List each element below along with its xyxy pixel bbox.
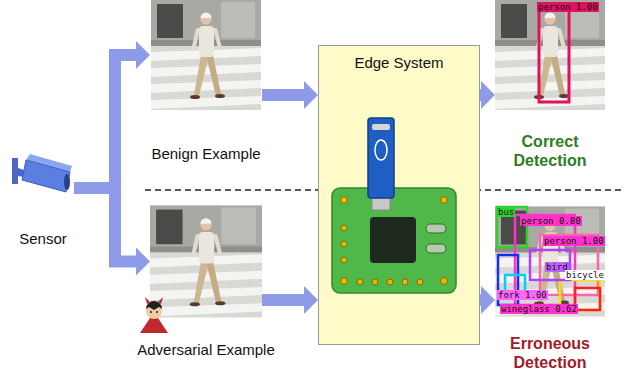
- arrow-head: [481, 81, 495, 109]
- box-title: Edge System: [319, 46, 479, 71]
- caption: Sensor: [19, 230, 67, 248]
- flow-arrow: [74, 188, 150, 276]
- erroneous-photo: [495, 207, 605, 317]
- flow-arrow: [262, 286, 318, 314]
- detection-label: wineglass 0.62: [500, 304, 578, 314]
- arrow-head: [136, 41, 150, 69]
- flow-arrow: [480, 286, 495, 314]
- flow-arrow: [262, 81, 318, 109]
- caption: Correct Detection: [495, 132, 605, 170]
- compute-board: [332, 188, 456, 293]
- detection-label: person 1.00: [537, 2, 599, 12]
- arrow-shaft: [262, 89, 305, 101]
- detection-boxes: [497, 207, 600, 310]
- detection-box: [539, 8, 569, 102]
- flow-arrow: [74, 41, 150, 188]
- arrow-head: [136, 248, 150, 276]
- caption: Benign Example: [151, 145, 260, 163]
- correct-photo: [495, 0, 605, 110]
- neural-compute-stick: [368, 118, 394, 210]
- arrow-head: [304, 286, 318, 314]
- camera-icon: [12, 154, 72, 192]
- flow-arrow: [480, 81, 495, 109]
- detection-label: fork 1.00: [497, 290, 548, 300]
- sensor-node: Sensor: [12, 148, 74, 206]
- detection-label: person 0.80: [520, 216, 582, 226]
- arrow-head: [304, 81, 318, 109]
- result-node: Correct Detection: [495, 0, 605, 110]
- arrow-shaft: [74, 188, 137, 262]
- arrow-shaft: [262, 294, 305, 306]
- detection-label: bicycle: [565, 270, 605, 280]
- caption: Adversarial Example: [137, 341, 275, 359]
- adversarial-photo: [150, 206, 262, 318]
- detection-label: bus: [497, 207, 515, 217]
- detection-label: person 1.00: [543, 236, 605, 246]
- image-node: Benign Example: [150, 0, 262, 110]
- benign-photo: [151, 0, 261, 110]
- caption: Erroneous Detection: [495, 334, 605, 372]
- image-node: Adversarial Example: [150, 205, 262, 318]
- system-box: Edge System: [318, 45, 480, 345]
- arrow-shaft: [74, 55, 137, 188]
- arrow-head: [481, 286, 495, 314]
- attacker-icon: [140, 297, 168, 333]
